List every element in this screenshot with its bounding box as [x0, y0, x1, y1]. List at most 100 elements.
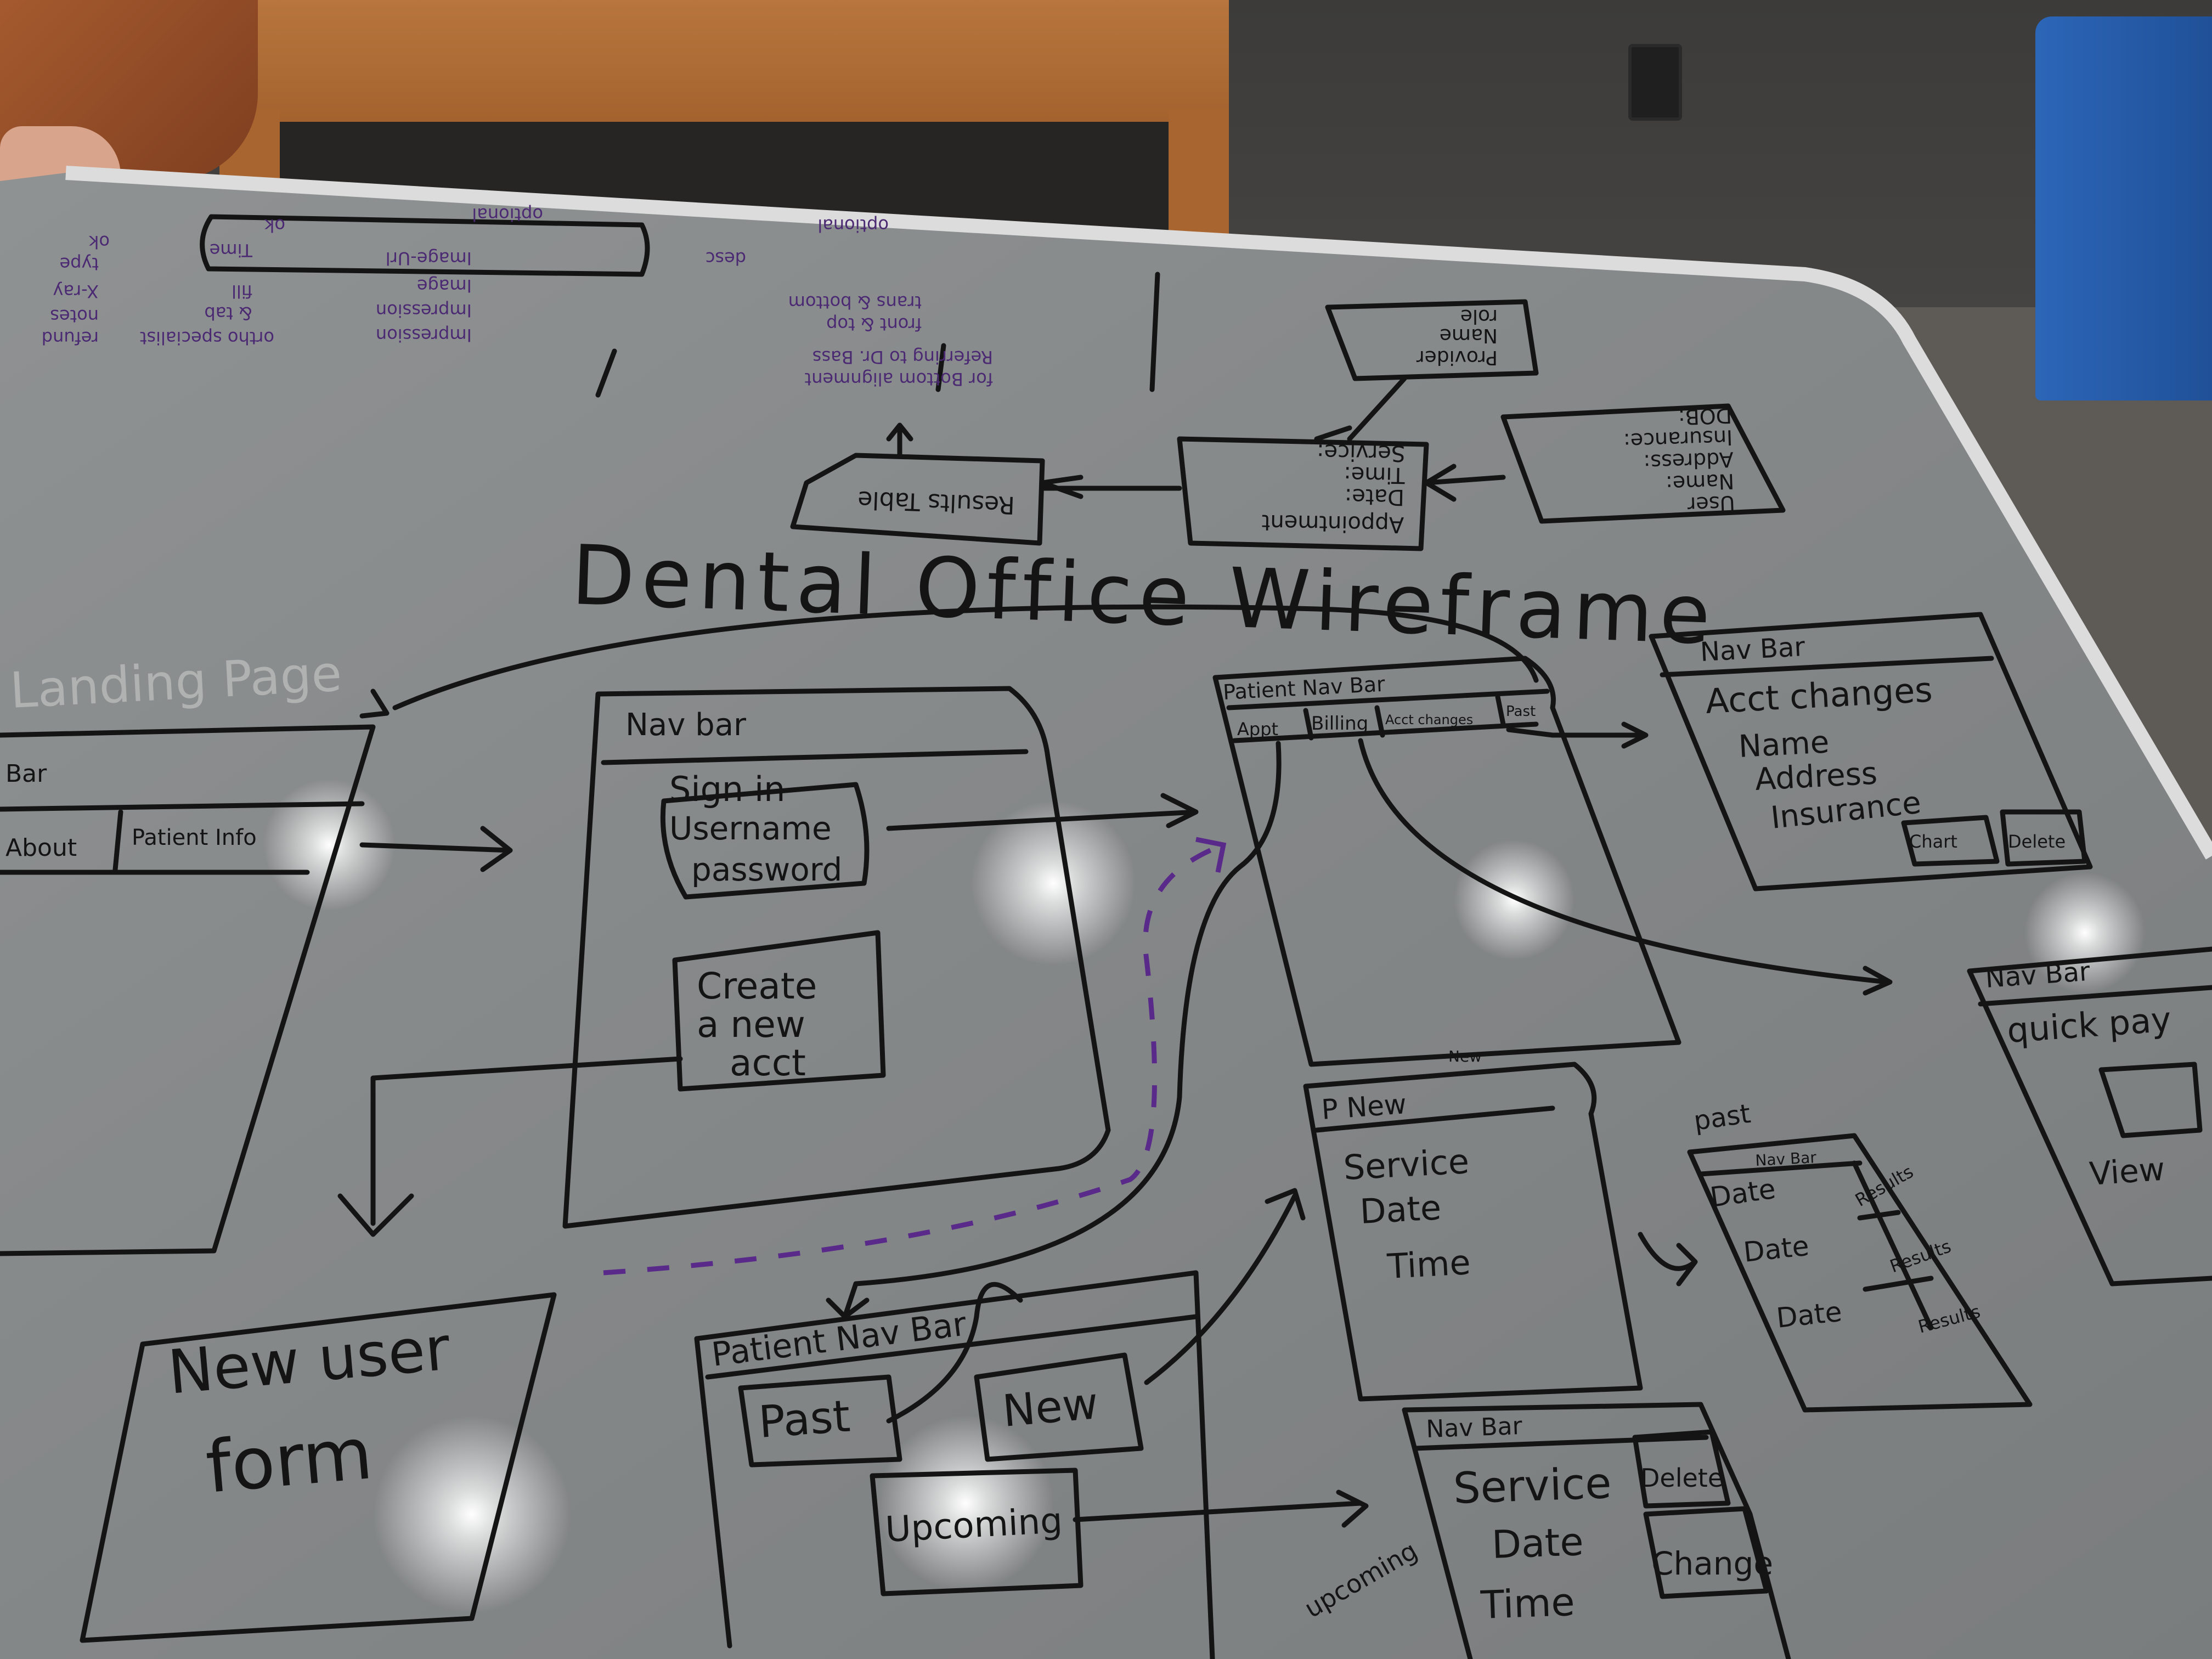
glare-spot — [1454, 839, 1575, 960]
erd-links — [886, 376, 1506, 502]
erd-appointment-date: Date: — [1344, 483, 1404, 510]
erd-appointment-time: Time: — [1344, 461, 1406, 488]
note-time-0: ok — [264, 215, 285, 236]
quick-pay-inner-box — [2098, 1062, 2203, 1138]
note-type-0: ok — [88, 232, 110, 252]
erd-user-title: User — [1687, 491, 1735, 517]
acct-field-name: Name — [1737, 724, 1830, 765]
note-image-1: Image — [417, 275, 472, 296]
note-box — [200, 214, 650, 277]
nav2-to-pnew — [1144, 1188, 1306, 1385]
signin-frame — [562, 686, 1111, 1229]
erd-user-box — [1500, 403, 1786, 524]
past-nav: Nav Bar — [1755, 1148, 1818, 1170]
erd-user-dob: DOB: — [1678, 403, 1733, 429]
landing-about: About — [5, 834, 77, 862]
wooden-bench — [219, 0, 1229, 126]
acct-button-chart: Chart — [1909, 831, 1957, 852]
note-time-2: fill — [232, 281, 252, 302]
curved-arrow-top — [359, 604, 1539, 719]
signin-arrow — [886, 793, 1199, 831]
upcoming-time: Time — [1480, 1579, 1576, 1628]
signin-box — [660, 782, 870, 900]
note-type-5: ortho specialist — [140, 328, 274, 348]
erd-appointment-title: Appointment — [1261, 510, 1404, 538]
p-new-arrow — [1638, 1232, 1698, 1286]
patient-nav2-new: New — [1001, 1378, 1101, 1437]
patient-nav-tab-appt: Appt — [1237, 719, 1278, 740]
glare-spot — [971, 801, 1136, 966]
past-table-lines — [1698, 1160, 1934, 1330]
acct-arrow — [1506, 721, 1649, 749]
glare-spot — [373, 1415, 571, 1613]
landing-nav: Bar — [5, 760, 47, 788]
p-new-time: Time — [1386, 1242, 1471, 1286]
upcoming-nav-line — [1413, 1435, 1709, 1451]
note-box-line-1: for Bottom alignment — [805, 369, 993, 390]
past-to-nav — [886, 1282, 1023, 1424]
patient-nav-tab-billing: Billing — [1311, 713, 1368, 735]
patient-nav2-past: Past — [757, 1391, 852, 1448]
new-button — [974, 1352, 1144, 1462]
p-new-tag: New — [1448, 1047, 1482, 1065]
note-type-3: notes — [50, 306, 99, 326]
quick-pay-frame — [1967, 946, 2212, 1286]
note-line-2: trans & bottom — [788, 292, 922, 313]
patient-nav-tabs — [1226, 689, 1550, 743]
bench-leg-right — [1169, 110, 1229, 241]
p-new-frame — [1303, 1062, 1643, 1402]
erd-results-box — [790, 453, 1045, 546]
landing-arrow — [359, 826, 513, 872]
erd-user-address: Address: — [1643, 447, 1734, 475]
erd-user-name: Name: — [1665, 469, 1734, 495]
signin-line-2: Username — [669, 810, 832, 847]
create-arrow — [337, 1056, 683, 1237]
patient-nav-tab-past: Past — [1506, 703, 1536, 720]
erd-provider-role: role — [1460, 305, 1498, 328]
note-image-0: Image-Url — [386, 248, 472, 269]
past-row-2: Date — [1742, 1230, 1810, 1268]
create-line-2: a new — [697, 1003, 805, 1046]
note-type-2: X-ray — [53, 281, 99, 302]
note-optional-2: optional — [472, 204, 543, 225]
note-box-line-2: Referring to Dr. Bass — [812, 347, 993, 368]
landing-frame — [0, 724, 376, 1256]
patient-nav-tab-acct: Acct changes — [1385, 712, 1473, 727]
notes-dividers — [595, 272, 1160, 398]
past-button — [738, 1374, 902, 1468]
upcoming-button — [870, 1468, 1084, 1596]
new-user-form-box — [80, 1292, 557, 1643]
glare-spot — [263, 779, 395, 911]
note-time-1: Time — [210, 240, 253, 261]
erd-user-insurance: Insurance: — [1623, 425, 1733, 453]
upcoming-buttons — [1632, 1429, 1769, 1599]
create-line-1: Create — [697, 965, 817, 1007]
p-new-nav-line — [1314, 1105, 1555, 1133]
patient-nav2-upcoming: Upcoming — [884, 1500, 1064, 1550]
note-time-3: & tab — [204, 303, 252, 324]
note-line-1: front & top — [826, 314, 922, 335]
past-row-3: Date — [1775, 1296, 1843, 1334]
acct-button-delete: Delete — [2008, 831, 2066, 852]
acct-changes-nav — [1660, 656, 1994, 678]
quick-pay-view: View — [2088, 1150, 2166, 1193]
note-desc: desc — [706, 248, 746, 269]
patient-nav-frame — [1212, 656, 1681, 1067]
erd-provider-box — [1325, 299, 1539, 381]
upcoming-date: Date — [1491, 1519, 1584, 1567]
patient-nav2-line — [705, 1314, 1199, 1380]
erd-results-label: Results Table — [857, 486, 1015, 519]
upcoming-nav: Nav Bar — [1426, 1412, 1523, 1443]
upcoming-delete: Delete — [1640, 1463, 1723, 1493]
create-account-box — [672, 930, 886, 1092]
note-image-2: Impression — [376, 300, 472, 321]
p-new-title: P New — [1321, 1088, 1408, 1126]
purple-arrowhead — [1195, 837, 1227, 873]
note-optional-1: optional — [817, 215, 889, 236]
erd-provider-title: Provider — [1417, 346, 1498, 369]
signin-line-3: password — [691, 851, 842, 888]
note-type-1: type — [60, 253, 99, 274]
patient-nav2-frame — [694, 1270, 1215, 1659]
